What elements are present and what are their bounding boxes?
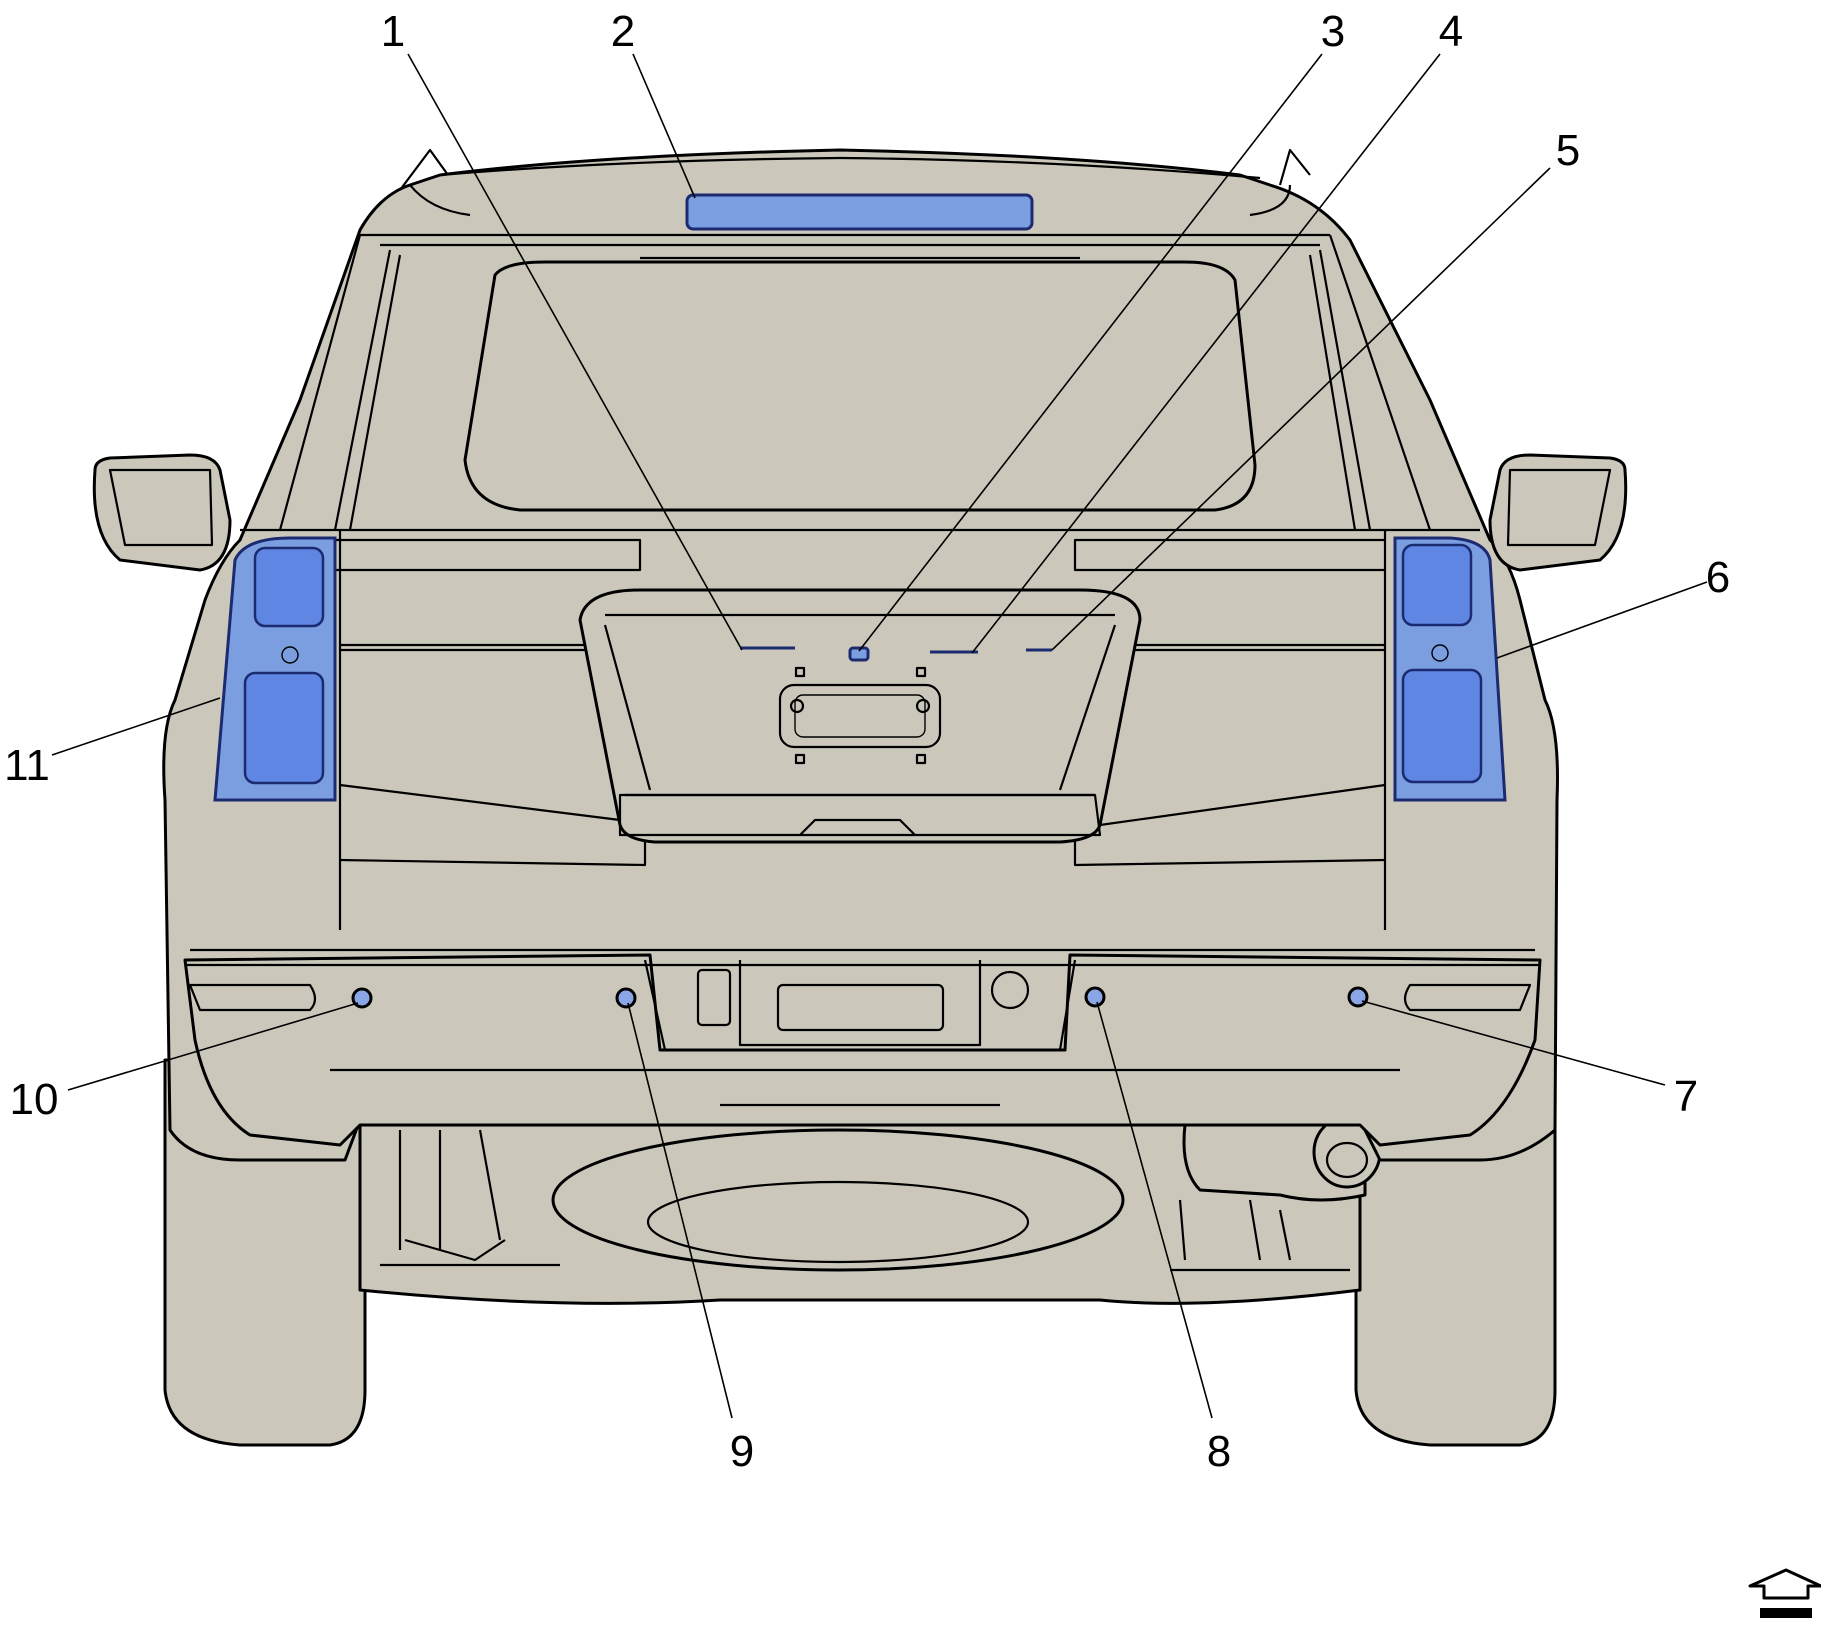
liftgate-lower-right <box>1073 783 1386 867</box>
bumper-reflector-left <box>188 983 317 1012</box>
mirror-right-inner <box>1506 468 1612 547</box>
leader-7 <box>1361 1000 1666 1086</box>
plate-screw-left <box>789 698 805 714</box>
park-sensor-inner-left <box>615 987 637 1009</box>
spare-tire <box>551 1128 1125 1272</box>
leader-5 <box>1051 167 1551 651</box>
bumper-reflector-right <box>1403 983 1532 1012</box>
bumper-step <box>185 948 1540 1107</box>
callout-6: 6 <box>1706 553 1730 602</box>
callout-2: 2 <box>611 7 635 56</box>
plate-screw-right <box>915 698 931 714</box>
leader-3 <box>858 53 1323 652</box>
spare-tire-hub <box>646 1180 1030 1264</box>
roof-crossline <box>360 233 1330 247</box>
leader-8 <box>1096 1001 1213 1419</box>
callout-10: 10 <box>10 1075 59 1124</box>
leader-6 <box>1496 581 1708 659</box>
pillar-left <box>278 234 402 531</box>
roof-rail-left <box>399 148 471 217</box>
leader-2 <box>632 53 696 199</box>
leader-9 <box>627 1002 733 1419</box>
callout-7: 7 <box>1674 1072 1698 1121</box>
tail-lamp-right-lower <box>1401 668 1483 784</box>
plate-marks <box>794 666 927 765</box>
bumper-step-pad <box>776 983 945 1032</box>
trailer-connector <box>990 970 1030 1010</box>
plate-recess-inner <box>603 613 1117 797</box>
belt-line-right <box>1073 538 1385 572</box>
plate-bracket-inner <box>794 694 926 738</box>
callout-labels: 1 2 3 4 5 6 7 8 9 10 11 <box>4 7 1730 1476</box>
tail-lamp-left-center <box>281 646 299 664</box>
suspension-right <box>1170 1199 1350 1272</box>
tail-lamp-left-lower <box>243 671 325 785</box>
rearview-camera <box>848 646 870 662</box>
leader-10 <box>67 1002 359 1091</box>
leader-lines <box>51 53 1708 1419</box>
mirror-left <box>92 453 232 572</box>
plate-recess <box>578 588 1142 844</box>
leader-11 <box>51 697 221 756</box>
leader-1 <box>407 53 743 651</box>
exhaust-tip-inner <box>1325 1141 1369 1179</box>
roof-rail-right <box>1249 148 1311 217</box>
bumper-plate-area <box>643 959 1077 1052</box>
leader-4 <box>971 53 1441 654</box>
liftgate-lower-left <box>339 783 647 867</box>
tail-lamp-right-upper <box>1401 543 1473 627</box>
belt-line <box>240 528 1480 930</box>
callout-9: 9 <box>730 1427 754 1476</box>
vehicle-body <box>92 148 1628 1447</box>
roof-edge <box>439 156 1261 180</box>
callout-5: 5 <box>1556 126 1580 175</box>
callout-4: 4 <box>1439 7 1463 56</box>
hitch-socket <box>696 968 732 1027</box>
forward-arrow-icon <box>1748 1568 1821 1618</box>
callout-1: 1 <box>381 7 405 56</box>
callout-11: 11 <box>4 741 50 790</box>
chmsl-lamp <box>685 193 1034 231</box>
callout-8: 8 <box>1207 1427 1231 1476</box>
plate-bracket <box>778 683 942 749</box>
mirror-left-inner <box>108 468 214 547</box>
tail-lamp-left-upper <box>253 546 325 628</box>
mirror-right <box>1488 453 1628 572</box>
callout-3: 3 <box>1321 7 1345 56</box>
tail-lamp-right-center <box>1431 644 1449 662</box>
plate-recess-step <box>618 793 1102 837</box>
rear-window <box>463 260 1257 512</box>
pillar-right <box>1308 234 1432 531</box>
park-sensor-inner-right <box>1084 986 1106 1008</box>
highlighted-components <box>213 193 1507 1009</box>
park-sensor-outer-right <box>1347 986 1369 1008</box>
suspension-left <box>380 1129 560 1267</box>
